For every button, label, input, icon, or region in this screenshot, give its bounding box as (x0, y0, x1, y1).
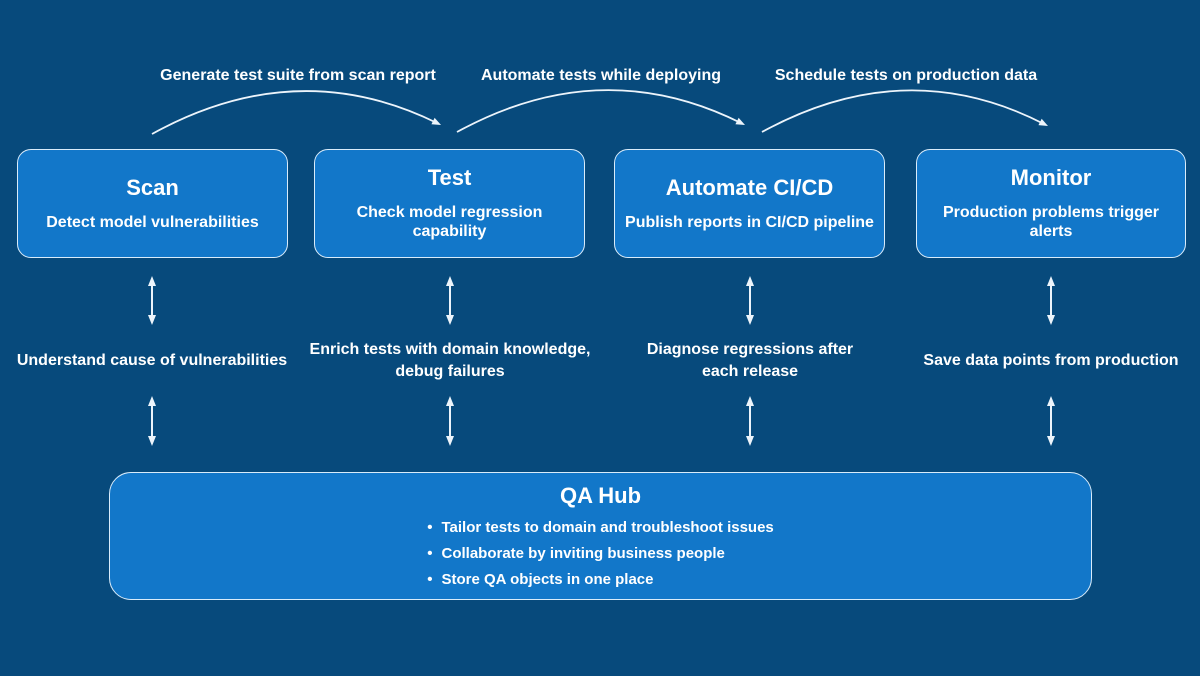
feedback-text-automate-cicd: Diagnose regressions after each release (646, 341, 854, 380)
stage-subtitle-scan: Detect model vulnerabilities (46, 213, 259, 231)
qa-hub-title: QA Hub (559, 483, 642, 508)
arc-arrow-test-to-automate (456, 89, 746, 133)
feedback-text-monitor: Save data points from production (923, 352, 1179, 369)
qa-hub-box: QA Hub Tailor tests to domain and troubl… (109, 472, 1092, 600)
stage-box-test: Test Check model regression capability (314, 149, 585, 258)
qa-hub-bullet: Store QA objects in one place (427, 567, 774, 593)
stage-subtitle-test: Check model regression capability (356, 204, 543, 240)
feedback-text-scan: Understand cause of vulnerabilities (16, 352, 288, 369)
arrow-label-automate-to-monitor: Schedule tests on production data (774, 67, 1038, 84)
arrow-label-test-to-automate: Automate tests while deploying (480, 67, 722, 84)
stage-box-monitor: Monitor Production problems trigger aler… (916, 149, 1186, 258)
stage-subtitle-automate-cicd: Publish reports in CI/CD pipeline (625, 213, 874, 231)
feedback-text-test: Enrich tests with domain knowledge, debu… (309, 341, 591, 380)
qa-hub-bullet: Collaborate by inviting business people (427, 541, 774, 567)
arc-arrow-scan-to-test (151, 90, 442, 135)
stage-box-automate-cicd: Automate CI/CD Publish reports in CI/CD … (614, 149, 885, 258)
stage-title-scan: Scan (126, 174, 179, 200)
stage-title-monitor: Monitor (1010, 165, 1092, 190)
arc-arrow-automate-to-monitor (761, 89, 1049, 133)
stage-title-automate-cicd: Automate CI/CD (665, 174, 834, 200)
stage-title-test: Test (427, 165, 472, 190)
arrow-label-scan-to-test: Generate test suite from scan report (160, 67, 436, 84)
qa-hub-bullet: Tailor tests to domain and troubleshoot … (427, 515, 774, 541)
stage-box-scan: Scan Detect model vulnerabilities (17, 149, 288, 258)
stage-subtitle-monitor: Production problems trigger alerts (942, 204, 1159, 240)
qa-hub-bullet-list: Tailor tests to domain and troubleshoot … (427, 515, 774, 593)
